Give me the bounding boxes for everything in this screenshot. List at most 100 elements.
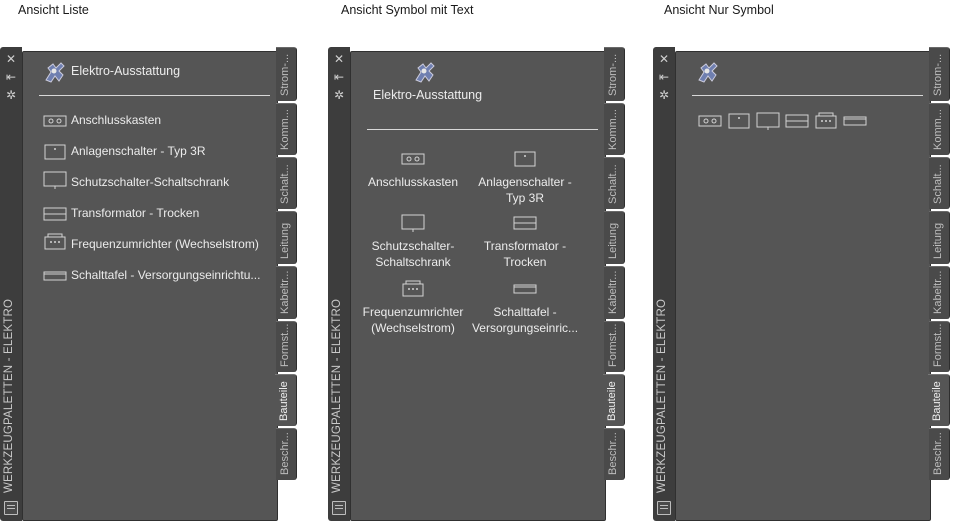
tab-label: Komm... xyxy=(279,109,291,150)
auto-hide-icon[interactable]: ⇤ xyxy=(658,70,670,84)
switchboard-icon[interactable] xyxy=(756,111,780,131)
disconnect-switch-icon xyxy=(43,143,67,161)
tab-2[interactable]: Schalt... xyxy=(604,157,625,209)
list-item-label: Frequenzumrichter (Wechselstrom) xyxy=(71,237,259,251)
tab-4[interactable]: Kabeltr... xyxy=(276,266,297,319)
tab-1[interactable]: Komm... xyxy=(276,103,297,155)
tab-5[interactable]: Formst... xyxy=(929,321,950,372)
tab-label: Schalt... xyxy=(932,164,944,204)
palette-title: WERKZEUGPALETTEN - ELEKTRO xyxy=(656,298,668,493)
properties-icon[interactable]: ✲ xyxy=(658,88,670,102)
grid-item[interactable]: Frequenzumrichter (Wechselstrom) xyxy=(357,280,469,336)
palette-list-view: ✕ ⇤ ✲ WERKZEUGPALETTEN - ELEKTRO Elektro… xyxy=(0,47,297,521)
tab-5[interactable]: Formst... xyxy=(276,321,297,372)
tab-label: Formst... xyxy=(932,323,944,367)
tab-label: Bauteile xyxy=(931,381,943,421)
list-item-label: Schalttafel - Versorgungseinrichtu... xyxy=(71,268,261,282)
palette-icon-only-view: ✕ ⇤ ✲ WERKZEUGPALETTEN - ELEKTRO Strom-.… xyxy=(653,47,950,521)
list-item-label: Transformator - Trocken xyxy=(71,206,200,220)
switchboard-icon xyxy=(43,171,67,189)
disconnect-switch-icon[interactable] xyxy=(727,111,751,131)
tab-3[interactable]: Leitung xyxy=(929,211,950,264)
tab-3[interactable]: Leitung xyxy=(604,211,625,264)
grid-item[interactable]: Schutzschalter-Schaltschrank xyxy=(357,214,469,270)
close-icon[interactable]: ✕ xyxy=(658,52,670,66)
tab-label: Komm... xyxy=(607,109,619,150)
tab-label: Strom-... xyxy=(279,53,291,96)
grid-item-label: Schalttafel - Versorgungseinric... xyxy=(471,305,579,335)
grid-item[interactable]: Transformator - Trocken xyxy=(469,214,581,270)
transformer-icon[interactable] xyxy=(785,111,809,131)
tab-6[interactable]: Bauteile xyxy=(603,374,625,426)
tab-0[interactable]: Strom-... xyxy=(929,47,950,101)
auto-hide-icon[interactable]: ⇤ xyxy=(333,70,345,84)
auto-hide-icon[interactable]: ⇤ xyxy=(5,70,17,84)
panelboard-icon[interactable] xyxy=(843,111,867,131)
group-header[interactable]: Elektro-Ausstattung xyxy=(71,64,181,78)
tab-3[interactable]: Leitung xyxy=(276,211,297,264)
tab-label: Bauteile xyxy=(278,381,290,421)
tab-6[interactable]: Bauteile xyxy=(275,374,297,426)
grid-item[interactable]: Anschlusskasten xyxy=(357,150,469,190)
separator xyxy=(692,95,923,96)
tab-label: Leitung xyxy=(932,222,944,259)
tab-4[interactable]: Kabeltr... xyxy=(604,266,625,319)
grid-item-label: Frequenzumrichter (Wechselstrom) xyxy=(362,305,464,335)
junction-box-icon[interactable] xyxy=(698,111,722,131)
tab-7[interactable]: Beschr... xyxy=(276,428,297,480)
palette-titlebar[interactable]: ✕ ⇤ ✲ WERKZEUGPALETTEN - ELEKTRO xyxy=(653,47,675,521)
transformer-icon xyxy=(513,214,537,232)
transformer-icon xyxy=(43,205,67,223)
tab-1[interactable]: Komm... xyxy=(929,103,950,155)
tab-1[interactable]: Komm... xyxy=(604,103,625,155)
tab-label: Beschr... xyxy=(607,432,619,475)
tab-7[interactable]: Beschr... xyxy=(929,428,950,480)
close-icon[interactable]: ✕ xyxy=(5,52,17,66)
tab-label: Formst... xyxy=(607,323,619,367)
grid-item-label: Anlagenschalter - Typ 3R xyxy=(478,175,572,205)
junction-box-icon xyxy=(401,150,425,168)
tab-label: Leitung xyxy=(607,222,619,259)
tab-label: Bauteile xyxy=(606,381,618,421)
electrical-group-icon xyxy=(413,60,437,84)
tab-4[interactable]: Kabeltr... xyxy=(929,266,950,319)
group-header[interactable]: Elektro-Ausstattung xyxy=(373,88,483,102)
palette-menu-icon[interactable] xyxy=(4,501,18,515)
close-icon[interactable]: ✕ xyxy=(333,52,345,66)
properties-icon[interactable]: ✲ xyxy=(333,88,345,102)
tab-2[interactable]: Schalt... xyxy=(929,157,950,209)
tab-label: Kabeltr... xyxy=(279,270,291,314)
tab-5[interactable]: Formst... xyxy=(604,321,625,372)
palette-titlebar[interactable]: ✕ ⇤ ✲ WERKZEUGPALETTEN - ELEKTRO xyxy=(328,47,350,521)
list-item-label: Anschlusskasten xyxy=(71,113,162,127)
electrical-group-icon[interactable] xyxy=(696,60,720,84)
tab-label: Strom-... xyxy=(607,53,619,96)
tab-label: Strom-... xyxy=(932,53,944,96)
separator xyxy=(367,129,598,130)
palette-title: WERKZEUGPALETTEN - ELEKTRO xyxy=(331,298,343,493)
palette-titlebar[interactable]: ✕ ⇤ ✲ WERKZEUGPALETTEN - ELEKTRO xyxy=(0,47,22,521)
tab-label: Leitung xyxy=(279,222,291,259)
grid-item-label: Anschlusskasten xyxy=(367,175,459,189)
tab-label: Schalt... xyxy=(607,164,619,204)
tab-0[interactable]: Strom-... xyxy=(276,47,297,101)
vfd-icon[interactable] xyxy=(814,111,838,131)
caption-list-view: Ansicht Liste xyxy=(18,3,89,17)
vfd-icon xyxy=(43,233,67,251)
grid-item[interactable]: Anlagenschalter - Typ 3R xyxy=(469,150,581,206)
tab-2[interactable]: Schalt... xyxy=(276,157,297,209)
tab-7[interactable]: Beschr... xyxy=(604,428,625,480)
tab-label: Komm... xyxy=(932,109,944,150)
junction-box-icon xyxy=(43,112,67,130)
tab-0[interactable]: Strom-... xyxy=(604,47,625,101)
palette-menu-icon[interactable] xyxy=(332,501,346,515)
tab-6[interactable]: Bauteile xyxy=(928,374,950,426)
palette-menu-icon[interactable] xyxy=(657,501,671,515)
grid-item[interactable]: Schalttafel - Versorgungseinric... xyxy=(469,280,581,336)
properties-icon[interactable]: ✲ xyxy=(5,88,17,102)
palette-icon-text-view: ✕ ⇤ ✲ WERKZEUGPALETTEN - ELEKTRO Elektro… xyxy=(328,47,625,521)
tab-label: Kabeltr... xyxy=(932,270,944,314)
